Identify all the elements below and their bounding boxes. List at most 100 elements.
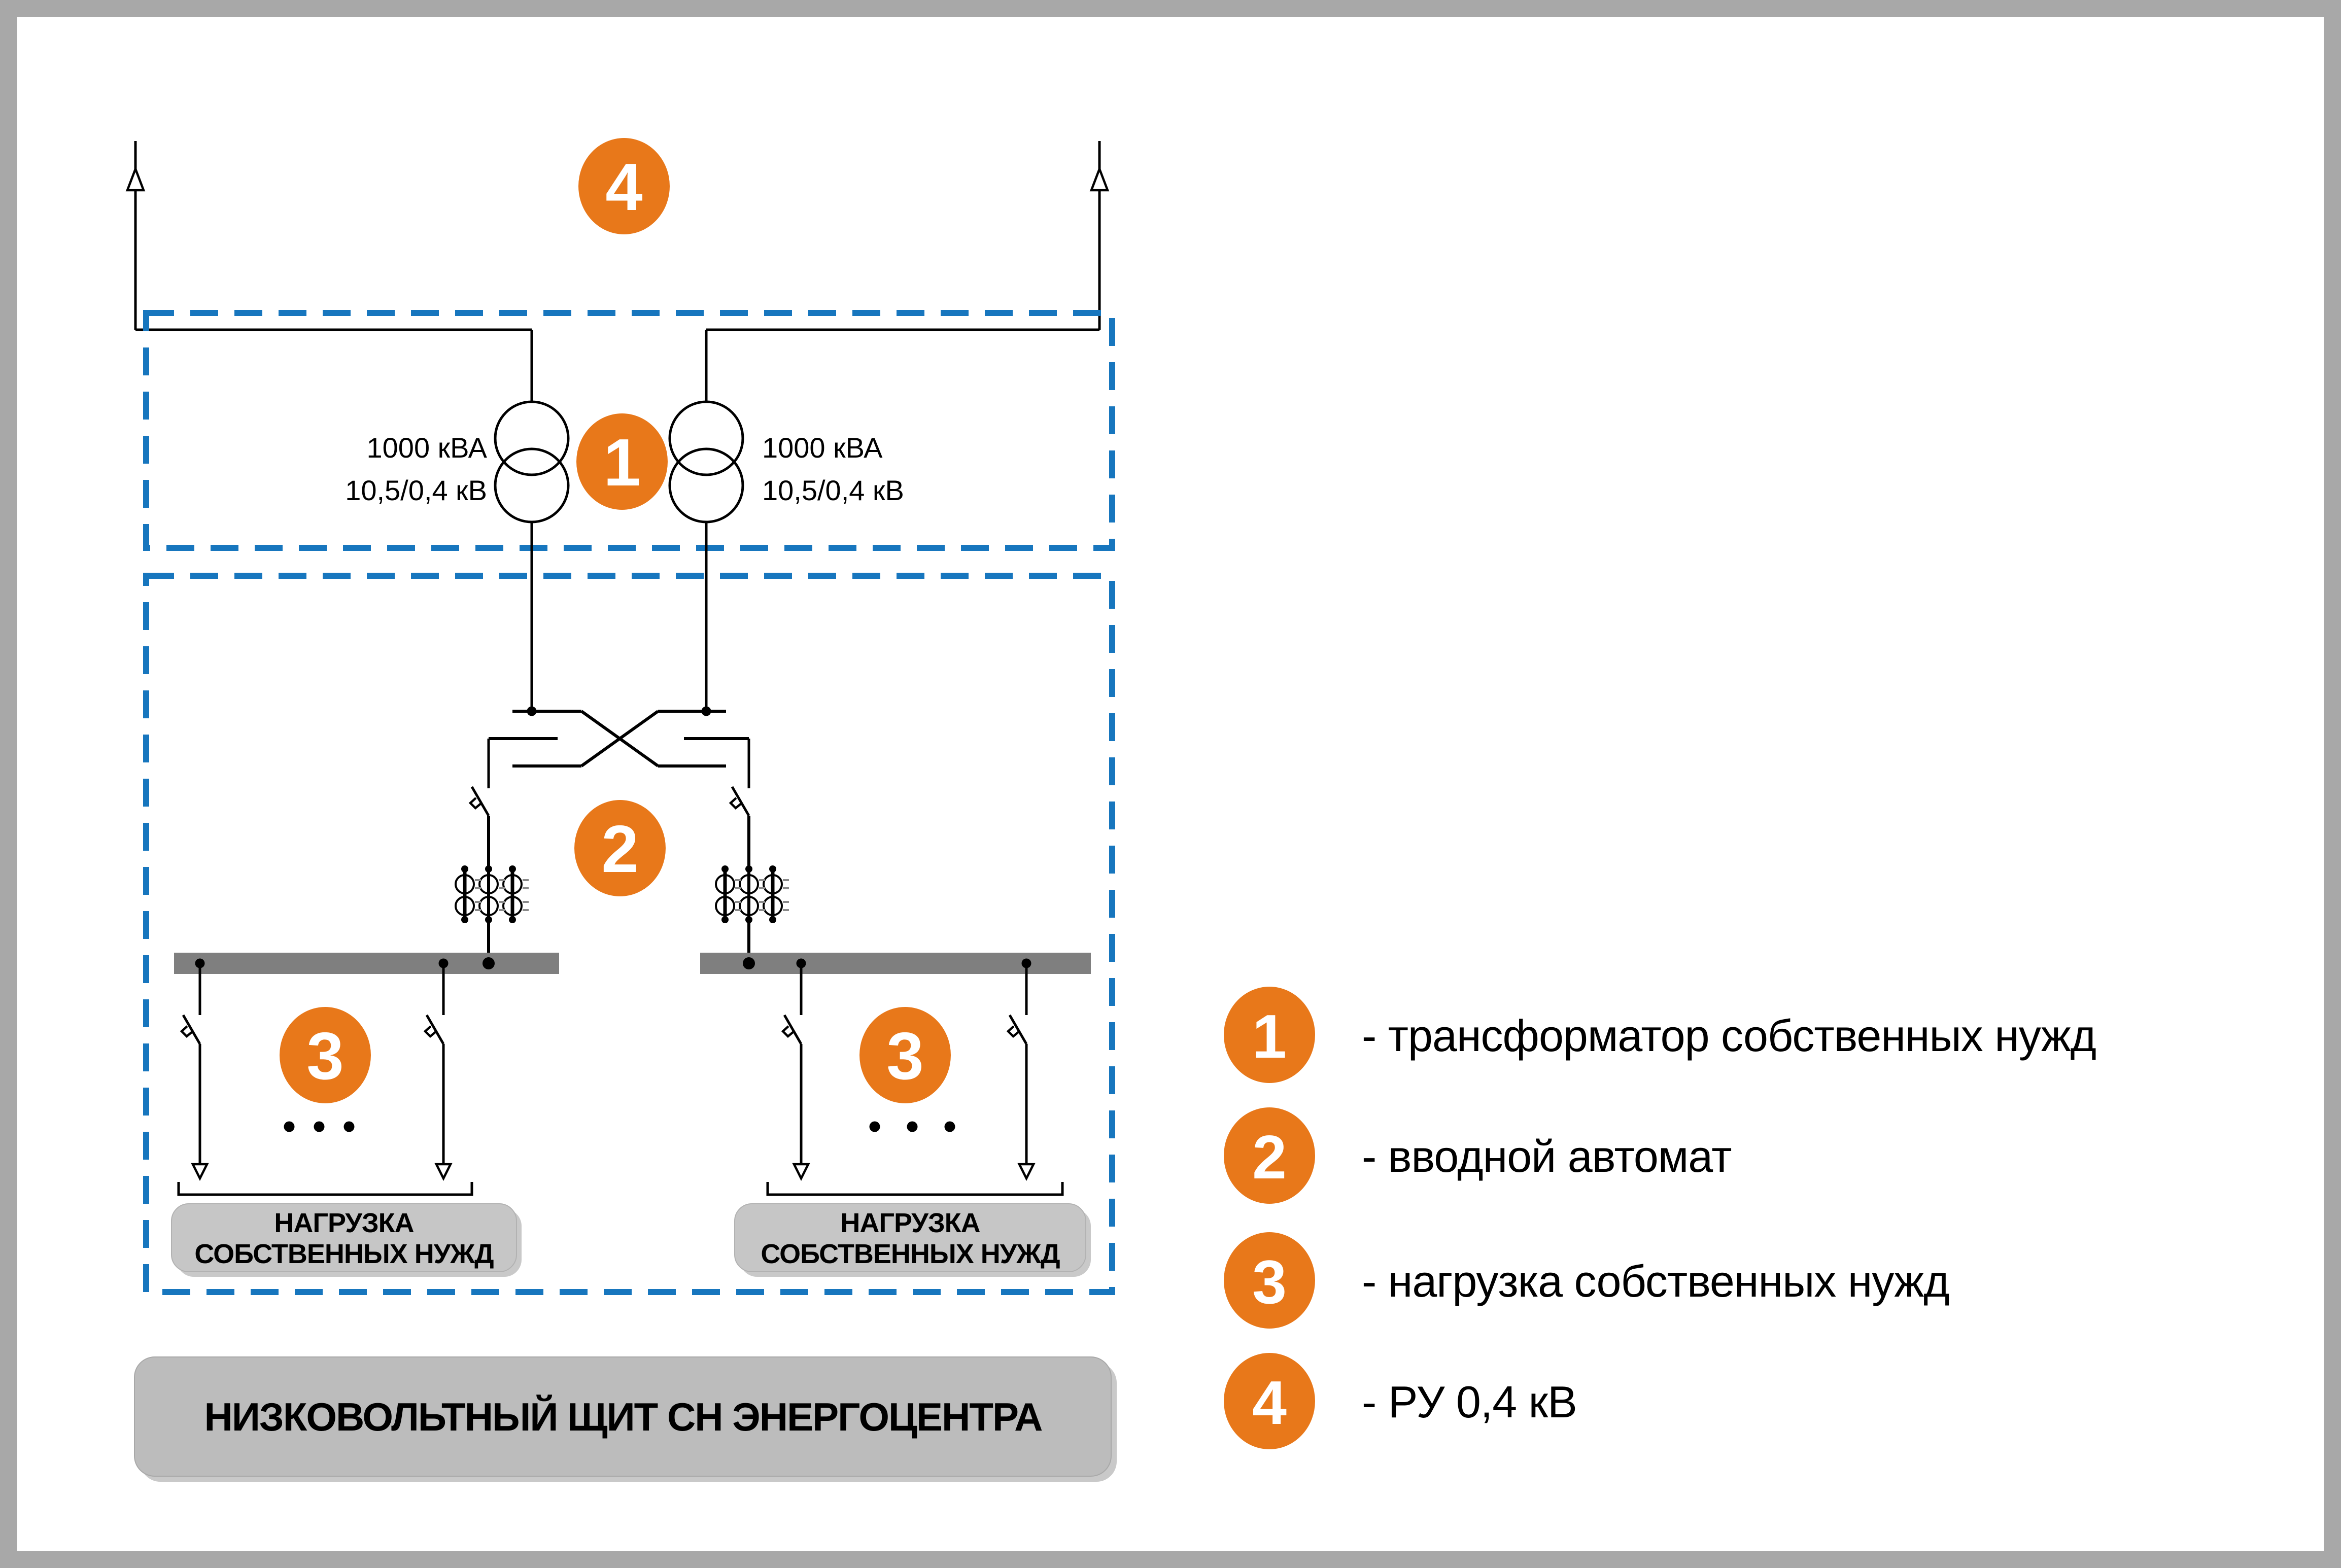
ct-terminal-ticks [475, 879, 529, 911]
marker-number: 3 [306, 1019, 343, 1093]
load-box-right: НАГРУЗКА СОБСТВЕННЫХ НУЖД [734, 1203, 1091, 1277]
load-box [734, 1203, 1086, 1272]
breaker-icon [781, 1025, 795, 1038]
marker-bubble [574, 800, 666, 896]
legend-label: - трансформатор собственных нужд [1362, 1011, 2096, 1061]
transformer-winding-icon [668, 447, 744, 524]
marker-2: 2 [574, 800, 666, 896]
transformer-left-voltage: 10,5/0,4 кВ [345, 474, 487, 506]
load-feeders [180, 963, 1036, 1181]
legend-number: 1 [1252, 1002, 1287, 1071]
marker-bubble [578, 138, 670, 234]
breaker-icon [1006, 1025, 1020, 1038]
load-box [171, 1203, 517, 1272]
legend-bubble [1224, 987, 1315, 1083]
legend-bubble [1224, 1353, 1315, 1449]
ct-dot [769, 916, 776, 923]
feeder-ellipsis [284, 1121, 955, 1132]
legend-label: - РУ 0,4 кВ [1362, 1377, 1577, 1427]
marker-number: 2 [601, 812, 638, 886]
load-box-left: НАГРУЗКА СОБСТВЕННЫХ НУЖД [171, 1203, 522, 1277]
ct-circle-icon [715, 896, 735, 916]
transformer-winding-icon [668, 400, 744, 476]
load-box-line1: НАГРУЗКА [840, 1208, 980, 1238]
group-bracket [766, 1182, 1064, 1196]
ct-circle-icon [715, 874, 735, 894]
ct-dot [745, 865, 752, 873]
incoming-breaker-right [729, 739, 750, 963]
down-arrow-icon [434, 1163, 453, 1181]
legend-bubble [1224, 1232, 1315, 1329]
ct-circle-icon [763, 896, 783, 916]
legend-number: 3 [1252, 1247, 1287, 1316]
tie-diagonal [580, 710, 659, 768]
junction-dot [527, 706, 537, 716]
group-bracket [177, 1182, 473, 1196]
busbar-left [174, 953, 559, 974]
busbar-junction-dot [483, 957, 495, 969]
ct-circle-icon [763, 874, 783, 894]
load-feeder [423, 963, 453, 1181]
transformer-right-rating: 1000 кВА [762, 432, 883, 464]
ct-dot [509, 865, 516, 873]
breaker-icon [180, 1025, 194, 1038]
legend-label: - нагрузка собственных нужд [1362, 1256, 1949, 1306]
legend-label: - вводной автомат [1362, 1131, 1732, 1181]
load-feeder [781, 963, 810, 1181]
legend: 1 - трансформатор собственных нужд 2 - в… [1224, 987, 2096, 1449]
breaker-switch-blade [731, 786, 750, 817]
ct-cluster-right [715, 865, 789, 923]
ct-dot [745, 916, 752, 923]
transformer-left [494, 400, 570, 711]
title-box-bg [134, 1356, 1112, 1477]
load-box-line1: НАГРУЗКА [274, 1208, 414, 1238]
down-arrow-icon [792, 1163, 810, 1181]
ct-circle-icon [502, 896, 523, 916]
load-feeder [1006, 963, 1036, 1181]
ct-circle-icon [478, 874, 499, 894]
down-arrow-icon [191, 1163, 209, 1181]
legend-bubble [1224, 1107, 1315, 1204]
marker-bubble [576, 413, 668, 510]
legend-item-3: 3 - нагрузка собственных нужд [1224, 1232, 1950, 1329]
load-feeder [180, 963, 209, 1181]
marker-number: 1 [603, 425, 640, 500]
legend-number: 2 [1252, 1123, 1287, 1192]
transformer-right-voltage: 10,5/0,4 кВ [762, 474, 904, 506]
ct-dot [509, 916, 516, 923]
load-box-line2: СОБСТВЕННЫХ НУЖД [194, 1239, 494, 1269]
marker-1: 1 [576, 413, 668, 510]
legend-item-4: 4 - РУ 0,4 кВ [1224, 1353, 1577, 1449]
switchboard-section-dashed-box [143, 573, 1115, 1295]
ct-dot [721, 865, 729, 873]
legend-item-1: 1 - трансформатор собственных нужд [1224, 987, 2096, 1083]
ct-dot [721, 916, 729, 923]
ct-dot [461, 865, 468, 873]
page-title: НИЗКОВОЛЬТНЫЙ ЩИТ СН ЭНЕРГОЦЕНТРА [204, 1395, 1042, 1439]
marker-3-left: 3 [280, 1007, 371, 1103]
transformer-winding-icon [494, 447, 570, 524]
legend-number: 4 [1252, 1368, 1287, 1437]
legend-item-2: 2 - вводной автомат [1224, 1107, 1732, 1204]
marker-3-right: 3 [859, 1007, 951, 1103]
marker-bubble [280, 1007, 371, 1103]
ct-dot [485, 865, 492, 873]
busbar-right [700, 953, 1091, 974]
ct-circle-icon [455, 896, 475, 916]
ct-cluster-left [455, 865, 529, 923]
incoming-breaker-left [468, 739, 490, 963]
ct-circle-icon [739, 874, 759, 894]
breaker-icon [468, 797, 483, 810]
busbar-junction-dot [743, 957, 755, 969]
marker-number: 3 [886, 1019, 923, 1093]
breaker-icon [423, 1025, 437, 1038]
transformer-right [668, 400, 744, 711]
load-box-line2: СОБСТВЕННЫХ НУЖД [761, 1239, 1060, 1269]
transformer-section-dashed-box [143, 310, 1115, 551]
ct-circle-icon [502, 874, 523, 894]
transformer-left-rating: 1000 кВА [367, 432, 488, 464]
breaker-icon [729, 797, 743, 810]
ct-terminal-ticks [735, 879, 789, 911]
